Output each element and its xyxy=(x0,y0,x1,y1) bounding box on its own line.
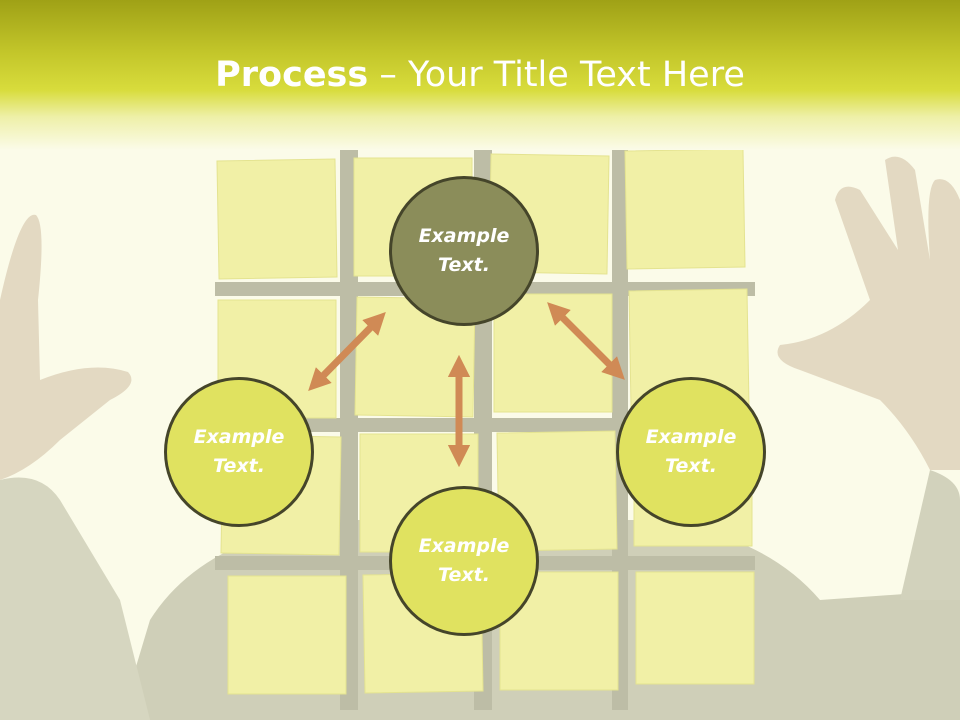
left-hand xyxy=(0,214,132,480)
node-top-label: Example Text. xyxy=(418,225,510,276)
title-strong: Process xyxy=(215,55,369,95)
page-title: Process – Your Title Text Here xyxy=(0,54,960,96)
node-left-label: Example Text. xyxy=(193,426,285,477)
node-right-label: Example Text. xyxy=(645,426,737,477)
node-right[interactable]: Example Text. xyxy=(616,377,766,527)
node-left[interactable]: Example Text. xyxy=(164,377,314,527)
title-rest: – Your Title Text Here xyxy=(368,55,745,95)
node-bottom-label: Example Text. xyxy=(418,535,510,586)
node-bottom[interactable]: Example Text. xyxy=(389,486,539,636)
node-top[interactable]: Example Text. xyxy=(389,176,539,326)
right-hand xyxy=(777,156,960,470)
header-band xyxy=(0,0,960,150)
